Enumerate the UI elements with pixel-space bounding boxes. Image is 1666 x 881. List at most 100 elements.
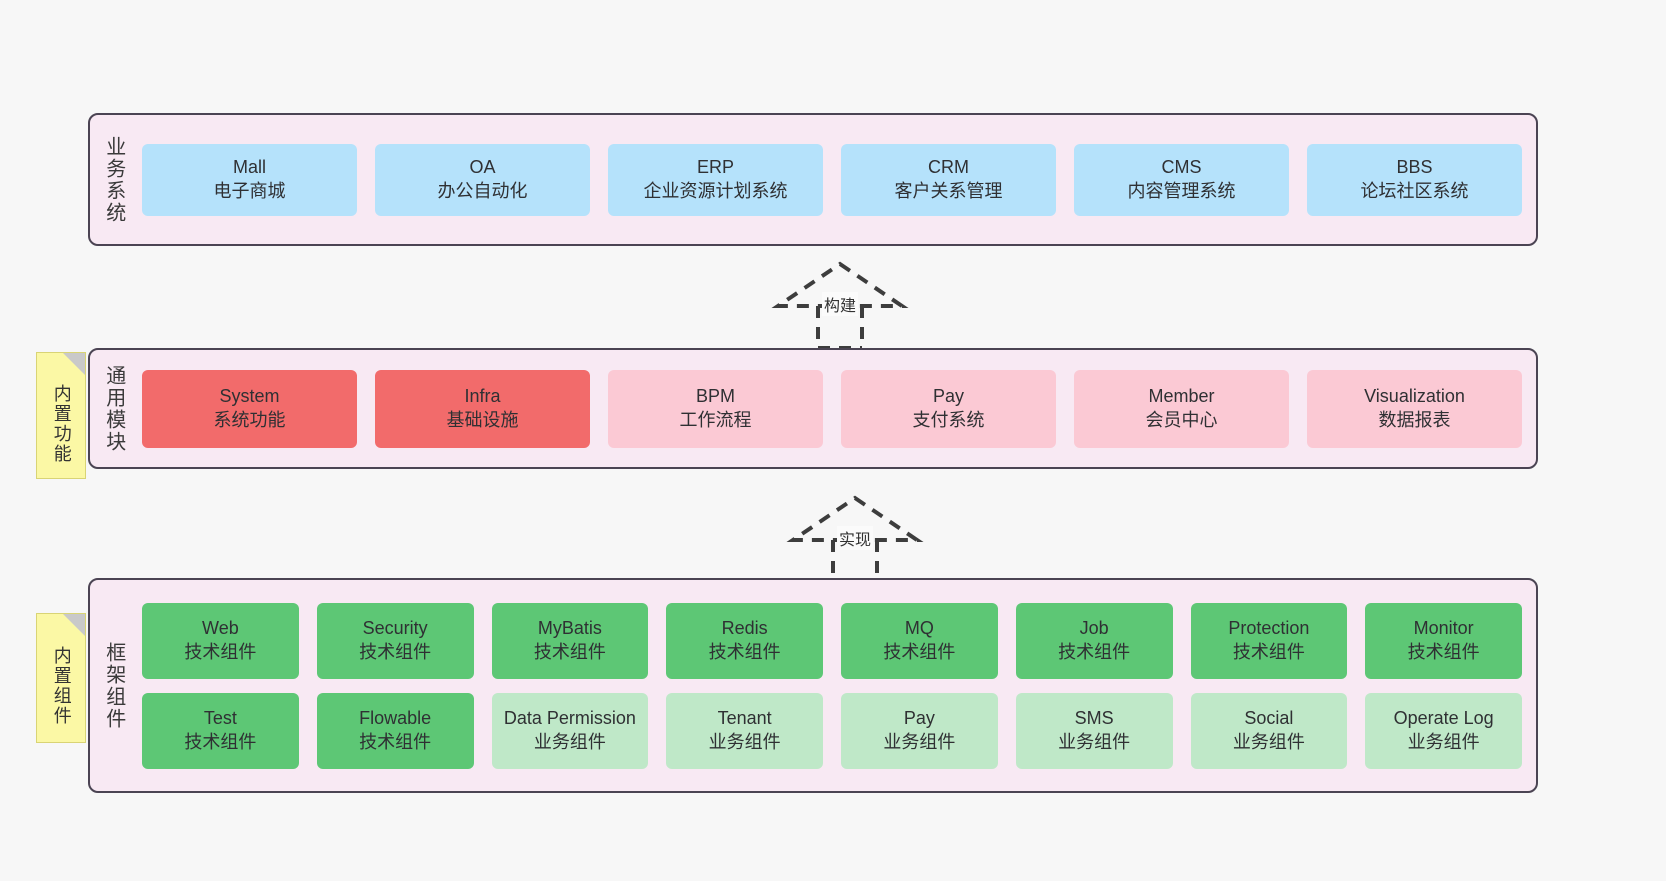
cell-title: Member — [1148, 386, 1215, 407]
cell-subtitle: 电子商城 — [213, 180, 286, 201]
cell-row: Web 技术组件 Security 技术组件 MyBatis 技术组件 Redi… — [142, 602, 1522, 679]
cell-subtitle: 数据报表 — [1378, 409, 1451, 430]
cell-flowable[interactable]: Flowable 技术组件 — [316, 692, 474, 769]
cell-redis[interactable]: Redis 技术组件 — [666, 602, 823, 679]
layer-common-modules: 通用模块 System 系统功能 Infra 基础设施 BPM 工作流程 Pay… — [88, 348, 1538, 469]
cell-title: MQ — [904, 618, 934, 639]
cell-subtitle: 系统功能 — [213, 409, 286, 430]
cell-subtitle: 企业资源计划系统 — [643, 180, 788, 201]
cell-title: ERP — [696, 157, 734, 178]
cell-subtitle: 业务组件 — [1232, 731, 1305, 752]
cell-subtitle: 技术组件 — [883, 641, 956, 662]
cell-subtitle: 技术组件 — [184, 641, 257, 662]
note-builtin-features: 内置功能 — [36, 352, 86, 479]
cell-subtitle: 业务组件 — [883, 731, 956, 752]
cell-title: Pay — [903, 708, 935, 729]
arrow-implement: 实现 — [770, 492, 940, 584]
cell-title: Visualization — [1364, 386, 1465, 407]
cell-title: Operate Log — [1393, 708, 1494, 729]
cell-title: Test — [203, 708, 237, 729]
cell-bbs[interactable]: BBS 论坛社区系统 — [1307, 143, 1522, 216]
cell-web[interactable]: Web 技术组件 — [142, 602, 299, 679]
cell-mybatis[interactable]: MyBatis 技术组件 — [491, 602, 649, 679]
cell-subtitle: 办公自动化 — [437, 180, 528, 201]
cell-title: System — [219, 386, 280, 407]
cell-pay[interactable]: Pay 支付系统 — [841, 369, 1056, 448]
cell-protection[interactable]: Protection 技术组件 — [1190, 602, 1348, 679]
cell-bpm[interactable]: BPM 工作流程 — [608, 369, 823, 448]
cell-subtitle: 客户关系管理 — [894, 180, 1003, 201]
cell-title: Tenant — [717, 708, 772, 729]
cell-data-permission[interactable]: Data Permission 业务组件 — [491, 692, 649, 769]
cell-subtitle: 技术组件 — [1058, 641, 1131, 662]
cell-subtitle: 支付系统 — [912, 409, 985, 430]
layer-title-common: 通用模块 — [102, 364, 125, 453]
cell-pay-business[interactable]: Pay 业务组件 — [841, 692, 998, 769]
cell-row: Test 技术组件 Flowable 技术组件 Data Permission … — [142, 692, 1522, 769]
cell-test[interactable]: Test 技术组件 — [142, 692, 299, 769]
cell-title: Pay — [932, 386, 965, 407]
layer-body-framework: Web 技术组件 Security 技术组件 MyBatis 技术组件 Redi… — [136, 580, 1536, 791]
arrow-build: 构建 — [755, 258, 925, 350]
cell-cms[interactable]: CMS 内容管理系统 — [1074, 143, 1289, 216]
cell-tenant[interactable]: Tenant 业务组件 — [666, 692, 823, 769]
cell-subtitle: 技术组件 — [1232, 641, 1305, 662]
note-text: 内置功能 — [51, 383, 72, 464]
cell-title: Monitor — [1413, 618, 1474, 639]
cell-title: MyBatis — [537, 618, 602, 639]
cell-monitor[interactable]: Monitor 技术组件 — [1365, 602, 1522, 679]
cell-subtitle: 论坛社区系统 — [1360, 180, 1469, 201]
layer-body-business: Mall 电子商城 OA 办公自动化 ERP 企业资源计划系统 CRM 客户关系… — [136, 115, 1536, 244]
cell-security[interactable]: Security 技术组件 — [316, 602, 474, 679]
cell-subtitle: 技术组件 — [359, 731, 432, 752]
cell-operate-log[interactable]: Operate Log 业务组件 — [1365, 692, 1522, 769]
layer-title-framework: 框架组件 — [102, 641, 125, 730]
cell-system[interactable]: System 系统功能 — [142, 369, 357, 448]
arrow-label-implement: 实现 — [836, 526, 874, 550]
layer-body-common: System 系统功能 Infra 基础设施 BPM 工作流程 Pay 支付系统… — [136, 350, 1536, 467]
layer-business-system: 业务系统 Mall 电子商城 OA 办公自动化 ERP 企业资源计划系统 CRM… — [88, 113, 1538, 246]
cell-title: Protection — [1228, 618, 1310, 639]
cell-subtitle: 业务组件 — [533, 731, 606, 752]
cell-title: Mall — [232, 157, 266, 178]
cell-title: CMS — [1161, 157, 1202, 178]
cell-title: CRM — [928, 157, 969, 178]
cell-subtitle: 技术组件 — [184, 731, 257, 752]
cell-social[interactable]: Social 业务组件 — [1190, 692, 1348, 769]
cell-title: Security — [362, 618, 428, 639]
cell-subtitle: 技术组件 — [533, 641, 606, 662]
cell-title: SMS — [1074, 708, 1114, 729]
cell-crm[interactable]: CRM 客户关系管理 — [841, 143, 1056, 216]
cell-row: Mall 电子商城 OA 办公自动化 ERP 企业资源计划系统 CRM 客户关系… — [142, 143, 1522, 216]
cell-title: Infra — [464, 386, 501, 407]
cell-title: Redis — [721, 618, 768, 639]
cell-oa[interactable]: OA 办公自动化 — [375, 143, 590, 216]
cell-title: Social — [1244, 708, 1294, 729]
cell-sms[interactable]: SMS 业务组件 — [1015, 692, 1173, 769]
cell-subtitle: 工作流程 — [679, 409, 752, 430]
cell-title: BPM — [695, 386, 735, 407]
cell-subtitle: 业务组件 — [1058, 731, 1131, 752]
cell-job[interactable]: Job 技术组件 — [1015, 602, 1173, 679]
cell-title: Flowable — [359, 708, 432, 729]
cell-subtitle: 技术组件 — [1407, 641, 1480, 662]
cell-mq[interactable]: MQ 技术组件 — [841, 602, 998, 679]
cell-subtitle: 基础设施 — [446, 409, 519, 430]
cell-subtitle: 业务组件 — [708, 731, 781, 752]
cell-title: BBS — [1396, 157, 1433, 178]
cell-subtitle: 技术组件 — [359, 641, 432, 662]
cell-title: Web — [202, 618, 239, 639]
cell-row: System 系统功能 Infra 基础设施 BPM 工作流程 Pay 支付系统… — [142, 369, 1522, 448]
cell-title: Data Permission — [503, 708, 636, 729]
cell-member[interactable]: Member 会员中心 — [1074, 369, 1289, 448]
cell-infra[interactable]: Infra 基础设施 — [375, 369, 590, 448]
cell-title: Job — [1079, 618, 1109, 639]
cell-mall[interactable]: Mall 电子商城 — [142, 143, 357, 216]
cell-erp[interactable]: ERP 企业资源计划系统 — [608, 143, 823, 216]
cell-subtitle: 会员中心 — [1145, 409, 1218, 430]
cell-visualization[interactable]: Visualization 数据报表 — [1307, 369, 1522, 448]
note-text: 内置组件 — [51, 646, 72, 726]
cell-subtitle: 业务组件 — [1407, 731, 1480, 752]
arrow-label-build: 构建 — [821, 292, 859, 316]
cell-subtitle: 技术组件 — [708, 641, 781, 662]
